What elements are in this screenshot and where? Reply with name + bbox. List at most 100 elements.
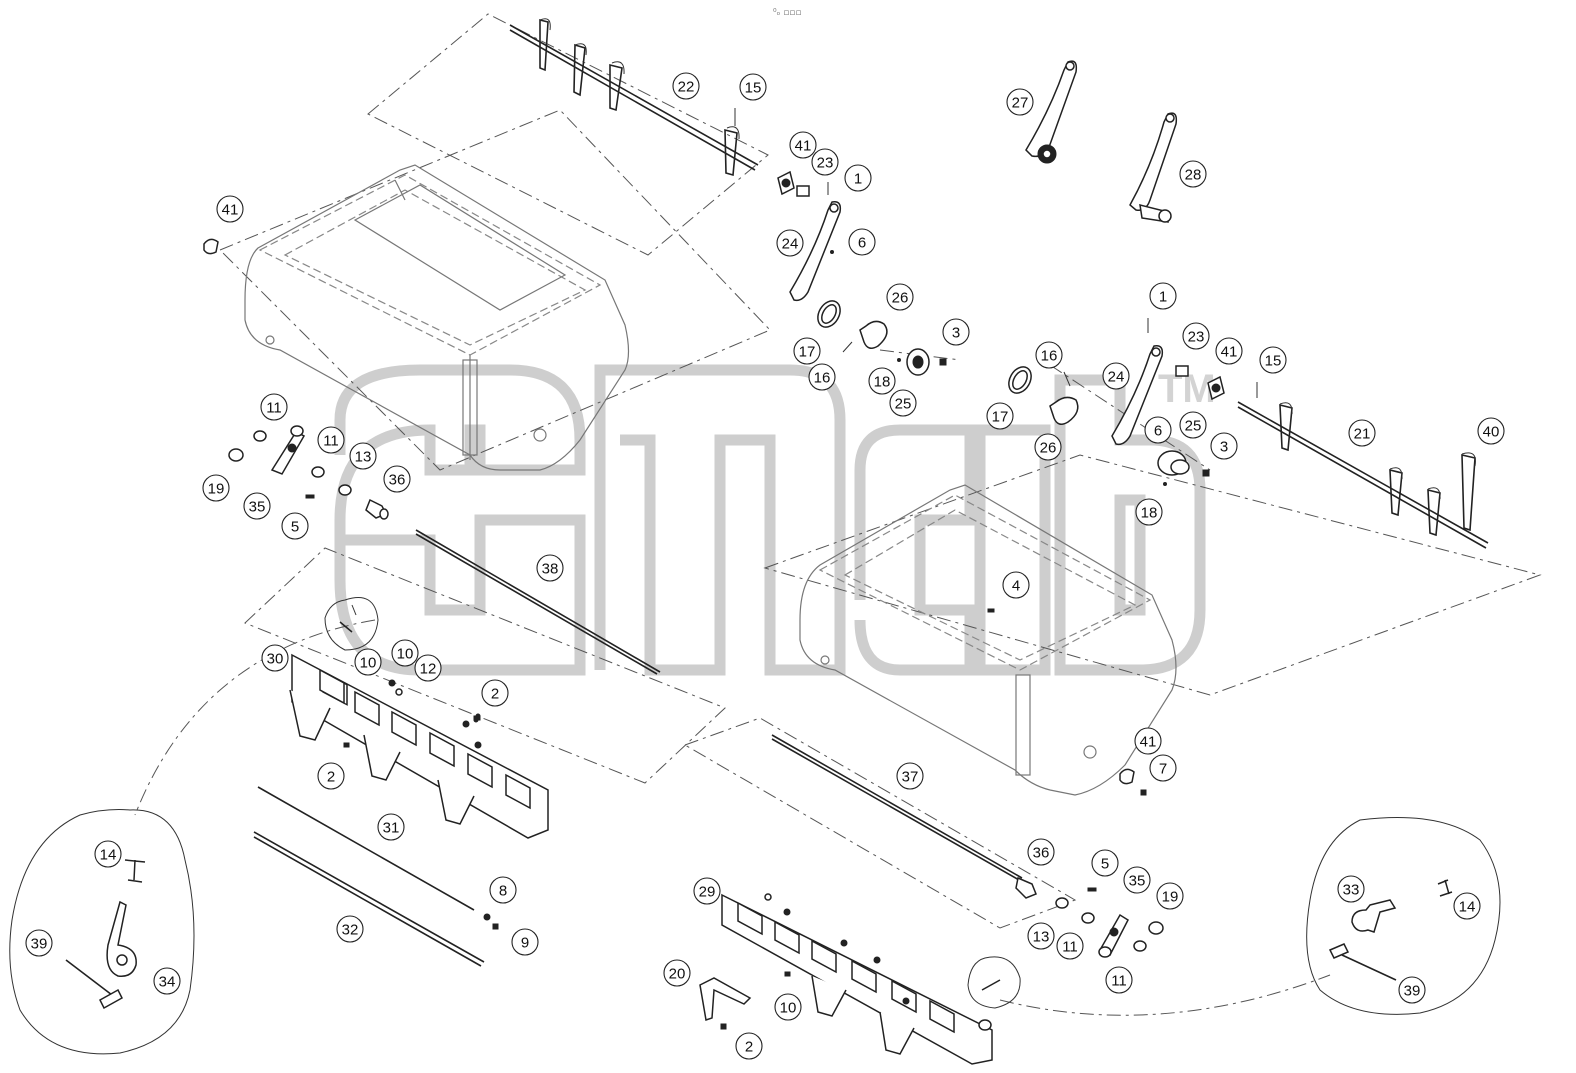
callout-label: 16	[814, 370, 831, 387]
callout-circle	[383, 465, 411, 493]
callout-circle	[942, 318, 970, 346]
callout-circle	[739, 73, 767, 101]
callout-circle	[1179, 411, 1207, 439]
callout-c-32: 32	[336, 915, 364, 943]
watermark-logo: TM	[334, 364, 1216, 676]
callout-circle	[281, 512, 309, 540]
callout-circle	[536, 554, 564, 582]
callout-circle	[1477, 417, 1505, 445]
top-mark: ⁰ₒ ▫▫▫	[773, 8, 802, 18]
callout-c-10b: 10	[391, 639, 419, 667]
callout-c-21: 21	[1348, 419, 1376, 447]
shaft-38	[415, 529, 661, 675]
callout-c-40: 40	[1477, 417, 1505, 445]
callout-label: 15	[745, 80, 762, 97]
callout-c-11c: 11	[1056, 932, 1084, 960]
callout-label: 13	[355, 449, 372, 466]
callout-c-13b: 13	[1027, 922, 1055, 950]
callout-c-17b: 17	[986, 402, 1014, 430]
callout-circle	[1179, 160, 1207, 188]
callout-c-36b: 36	[1027, 838, 1055, 866]
callout-c-38: 38	[536, 554, 564, 582]
callout-label: 39	[31, 936, 48, 953]
callout-label: 38	[542, 561, 559, 578]
callout-circle	[693, 877, 721, 905]
callout-label: 9	[521, 935, 529, 952]
callout-circle	[811, 148, 839, 176]
callout-c-23a: 23	[811, 148, 839, 176]
callout-circle	[1259, 346, 1287, 374]
callout-c-13a: 13	[349, 442, 377, 470]
callout-circle	[1102, 362, 1130, 390]
callout-c-33: 33	[1337, 875, 1365, 903]
callout-circle	[1123, 866, 1151, 894]
callout-circle	[1027, 922, 1055, 950]
callout-label: 36	[389, 472, 406, 489]
callout-circle	[1398, 976, 1426, 1004]
callout-label: 33	[1343, 882, 1360, 899]
right-crank-group	[1015, 876, 1164, 958]
callout-c-15b: 15	[1259, 346, 1287, 374]
callout-c-1b: 1	[1149, 282, 1177, 310]
callout-label: 2	[745, 1039, 753, 1056]
callout-circle	[663, 959, 691, 987]
callout-c-10a: 10	[354, 648, 382, 676]
callout-label: 18	[1141, 505, 1158, 522]
callout-c-22: 22	[672, 72, 700, 100]
callout-circle	[391, 639, 419, 667]
callout-label: 17	[799, 344, 816, 361]
callout-c-5a: 5	[281, 512, 309, 540]
callout-label: 21	[1354, 426, 1371, 443]
callout-c-2a: 2	[481, 679, 509, 707]
callout-label: 3	[952, 325, 960, 342]
callout-c-1a: 1	[844, 164, 872, 192]
callout-circle	[1135, 498, 1163, 526]
callout-label: 8	[499, 883, 507, 900]
callout-c-20: 20	[663, 959, 691, 987]
callout-circle	[1035, 341, 1063, 369]
callout-circle	[260, 393, 288, 421]
callout-c-14a: 14	[94, 840, 122, 868]
left-hopper	[244, 164, 630, 471]
callout-c-2c: 2	[735, 1032, 763, 1060]
callout-label: 2	[491, 686, 499, 703]
callout-label: 24	[782, 236, 799, 253]
callout-circle	[489, 876, 517, 904]
callout-c-11a: 11	[260, 393, 288, 421]
callout-c-41c: 41	[1215, 337, 1243, 365]
callout-label: 35	[1129, 873, 1146, 890]
callout-c-25b: 25	[1179, 411, 1207, 439]
callout-c-29: 29	[693, 877, 721, 905]
callout-c-10c: 10	[774, 993, 802, 1021]
callout-label: 19	[1162, 889, 1179, 906]
callout-circle	[886, 283, 914, 311]
callout-circle	[1034, 433, 1062, 461]
callout-circle	[1149, 282, 1177, 310]
callout-c-27: 27	[1006, 88, 1034, 116]
callout-circle	[1453, 892, 1481, 920]
callout-label: 14	[1459, 899, 1476, 916]
callout-circle	[1056, 932, 1084, 960]
callout-circle	[1027, 838, 1055, 866]
callout-label: 10	[780, 1000, 797, 1017]
callout-label: 3	[1220, 439, 1228, 456]
callout-label: 41	[795, 138, 812, 155]
callout-c-36a: 36	[383, 465, 411, 493]
callout-circle	[261, 644, 289, 672]
callout-circle	[1105, 966, 1133, 994]
callout-label: 34	[159, 974, 176, 991]
callout-circle	[672, 72, 700, 100]
callout-circle	[844, 164, 872, 192]
callout-label: 11	[1111, 973, 1127, 990]
callout-circle	[1182, 322, 1210, 350]
callout-c-14b: 14	[1453, 892, 1481, 920]
shaft-31	[257, 786, 475, 911]
right-drive-assembly	[1008, 318, 1225, 486]
callout-c-23b: 23	[1182, 322, 1210, 350]
detail-bubble-left	[9, 809, 195, 1055]
callout-label: 26	[892, 290, 909, 307]
callout-c-41d: 41	[1134, 727, 1162, 755]
callout-circle	[1091, 849, 1119, 877]
callout-c-19a: 19	[202, 474, 230, 502]
